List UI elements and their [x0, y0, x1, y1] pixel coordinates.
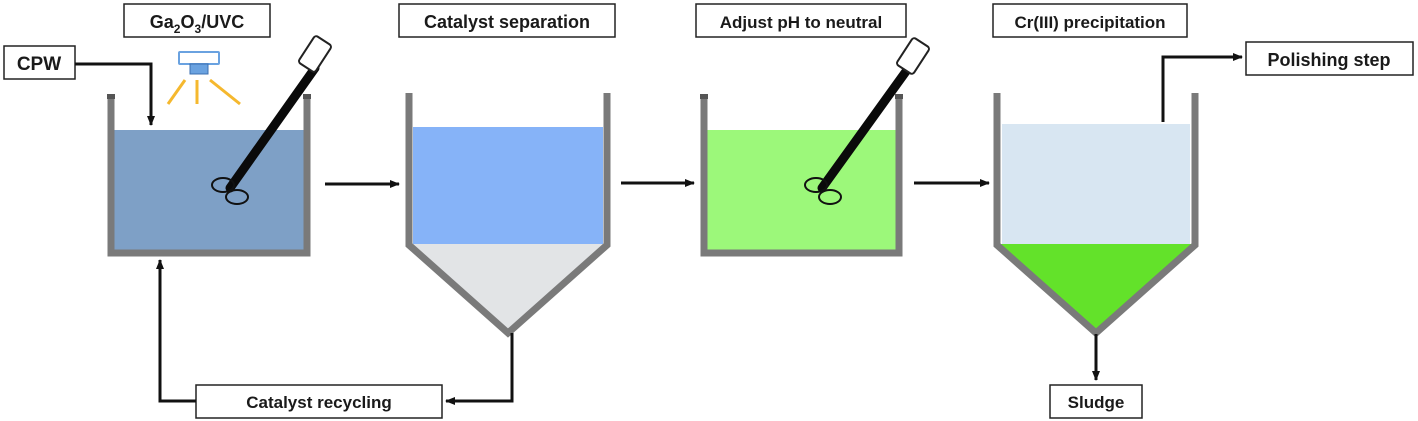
adjust-ph-label: Adjust pH to neutral — [695, 3, 907, 38]
cpw-label: CPW — [3, 45, 76, 80]
svg-text:Catalyst recycling: Catalyst recycling — [246, 393, 392, 412]
separation-tank — [405, 93, 611, 338]
catalyst-separation-label: Catalyst separation — [398, 3, 616, 38]
cpw-inlet-arrow — [75, 62, 155, 126]
stirrer-icon — [211, 35, 332, 205]
polishing-step-label: Polishing step — [1245, 41, 1414, 76]
recycling-to-reactor-arrow — [156, 259, 196, 403]
ph-adjust-tank — [700, 94, 903, 257]
precipitation-tank — [993, 93, 1199, 338]
uvc-lamp-icon — [166, 51, 241, 106]
svg-text:Cr(III) precipitation: Cr(III) precipitation — [1014, 13, 1165, 32]
svg-text:Adjust pH to neutral: Adjust pH to neutral — [720, 13, 882, 32]
catalyst-recycling-label: Catalyst recycling — [195, 384, 443, 419]
svg-text:Sludge: Sludge — [1068, 393, 1125, 412]
svg-text:Catalyst separation: Catalyst separation — [424, 12, 590, 32]
svg-text:Polishing step: Polishing step — [1267, 50, 1390, 70]
recycling-return-arrow — [445, 333, 514, 405]
svg-text:Ga2O3/UVC: Ga2O3/UVC — [150, 12, 244, 36]
flow-arrows — [75, 53, 1243, 405]
cr-precipitation-label: Cr(III) precipitation — [992, 3, 1188, 38]
sludge-label: Sludge — [1049, 384, 1143, 419]
ga2o3-uvc-label: Ga2O3/UVC — [123, 3, 271, 38]
svg-text:CPW: CPW — [17, 54, 61, 75]
ph-stirrer-icon — [804, 37, 930, 205]
photoreactor-tank — [107, 94, 311, 257]
polishing-arrow — [1161, 53, 1243, 122]
